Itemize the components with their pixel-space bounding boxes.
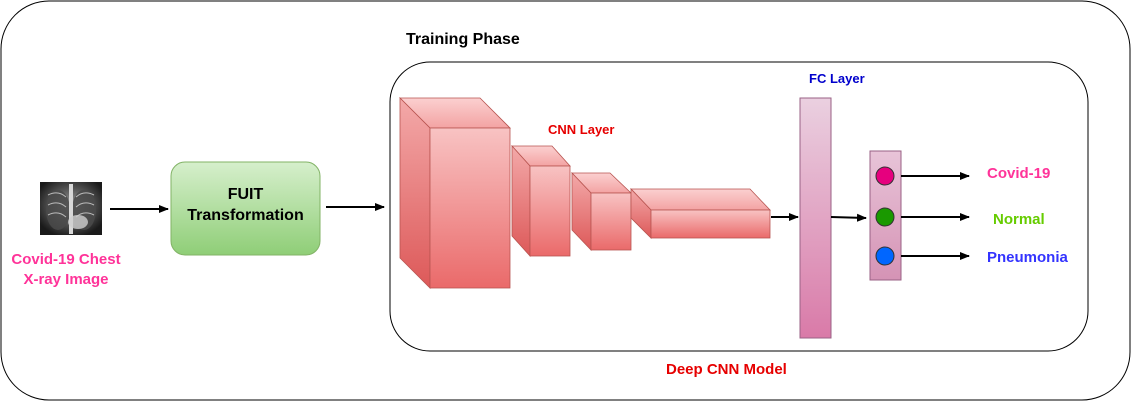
fc-layer-bar <box>799 97 832 339</box>
cnn-layer-label: CNN Layer <box>548 122 615 137</box>
output-label-covid: Covid-19 <box>987 165 1051 182</box>
output-node-covid <box>875 166 895 186</box>
fuit-label-line2: Transformation <box>187 207 304 224</box>
output-node-pneumonia <box>875 246 895 266</box>
deep-cnn-model-label: Deep CNN Model <box>666 361 787 378</box>
fuit-transform-label: FUIT Transformation <box>171 184 320 226</box>
cnn-block-3 <box>571 171 632 252</box>
xray-image-icon <box>40 182 102 235</box>
input-image-label: Covid-19 Chest X-ray Image <box>0 250 132 290</box>
arrow-fc-to-output <box>830 213 867 222</box>
cnn-block-1 <box>399 97 511 289</box>
training-phase-title: Training Phase <box>406 31 520 48</box>
output-label-normal: Normal <box>993 211 1045 228</box>
cnn-block-2 <box>511 144 571 258</box>
input-label-line1: Covid-19 Chest <box>11 251 121 268</box>
fuit-transform-box <box>170 161 321 256</box>
training-phase-box <box>389 61 1089 352</box>
fc-layer-label: FC Layer <box>809 71 865 86</box>
output-label-pneumonia: Pneumonia <box>987 249 1068 266</box>
input-label-line2: X-ray Image <box>23 271 109 288</box>
output-node-normal <box>875 207 895 227</box>
cnn-block-4 <box>630 188 771 239</box>
fuit-label-line1: FUIT <box>227 186 264 203</box>
